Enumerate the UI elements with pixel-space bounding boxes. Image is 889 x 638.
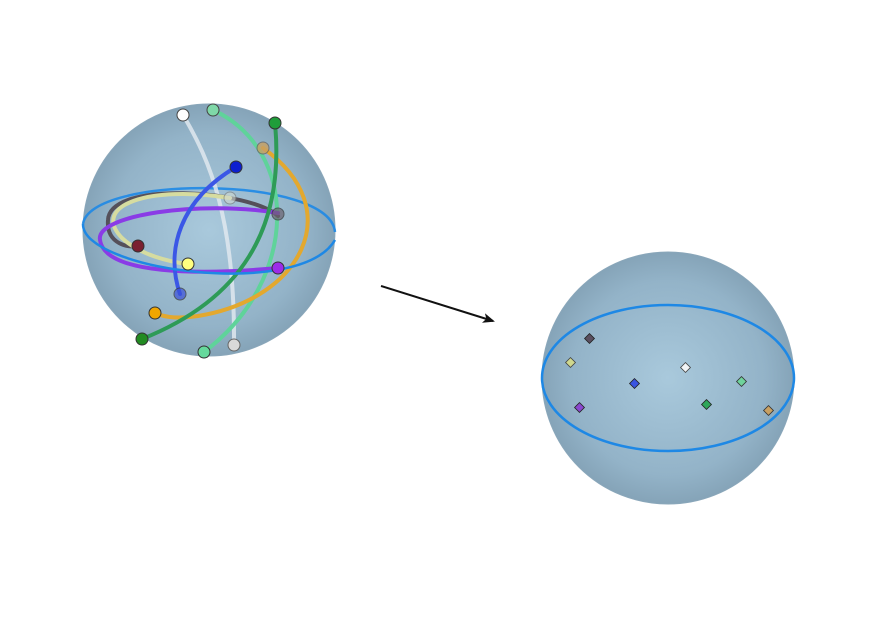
white-point	[679, 361, 692, 374]
right-equator	[540, 303, 796, 453]
white-trajectory	[181, 113, 237, 347]
purple-point	[573, 401, 586, 414]
orange-end-marker	[148, 306, 162, 320]
tan-point	[762, 404, 775, 417]
right-points	[564, 332, 775, 417]
purple-marker	[271, 261, 285, 275]
right-sphere-body	[541, 251, 795, 505]
dark-green-start-marker	[268, 116, 282, 130]
blue-point	[628, 377, 641, 390]
right-bloch-sphere	[540, 251, 796, 505]
blue-end-marker	[173, 287, 187, 301]
light-green-end-marker	[197, 345, 211, 359]
gray-trajectory	[105, 191, 280, 249]
dark-gray-point	[583, 332, 596, 345]
gray-start-marker	[131, 239, 145, 253]
dark-green-point	[700, 398, 713, 411]
dark-green-trajectory	[140, 121, 279, 341]
blue-start-marker	[229, 160, 243, 174]
gray-end-marker	[271, 207, 285, 221]
transition-arrow	[380, 285, 495, 323]
left-equator-front	[81, 223, 337, 275]
white-mid-marker	[223, 191, 237, 205]
pale-yellow-point	[564, 356, 577, 369]
orange-start-marker	[256, 141, 270, 155]
light-green-start-marker	[206, 103, 220, 117]
left-sphere-body	[82, 103, 336, 357]
left-bloch-sphere	[81, 103, 337, 359]
light-green-point	[735, 375, 748, 388]
blue-trajectory	[172, 165, 238, 296]
white-end-marker	[227, 338, 241, 352]
dark-green-end-marker	[135, 332, 149, 346]
pale-yellow-marker	[181, 257, 195, 271]
white-start-marker	[176, 108, 190, 122]
orange-trajectory	[153, 146, 310, 320]
pale-yellow-trajectory	[111, 191, 232, 266]
